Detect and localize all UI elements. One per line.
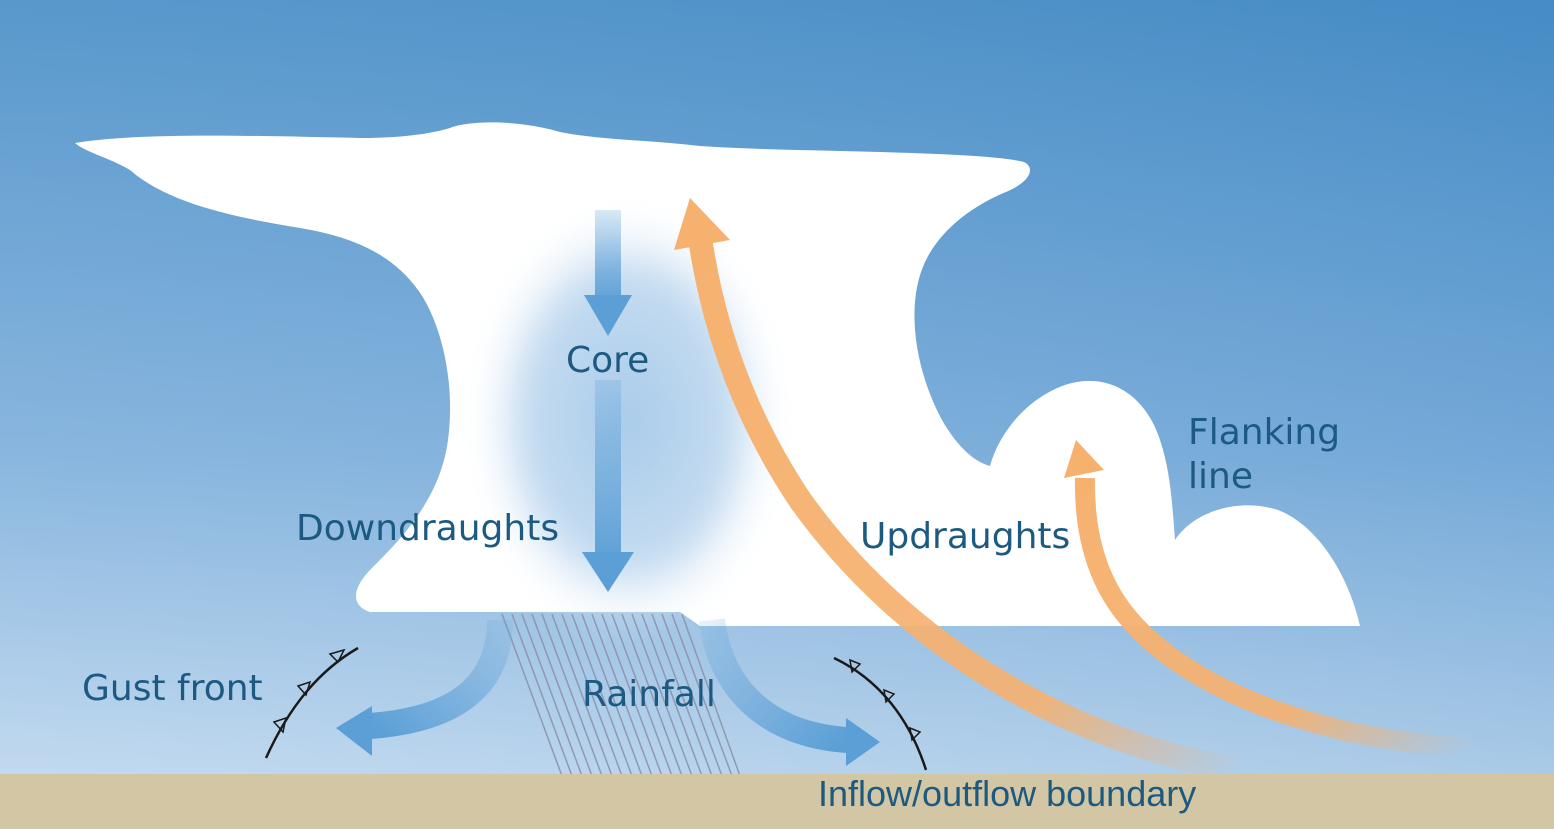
ground	[0, 774, 1554, 829]
label-flanking-line-2: line	[1188, 456, 1253, 497]
gust-front-left	[264, 646, 359, 759]
label-gust-front: Gust front	[82, 668, 263, 709]
label-downdraughts: Downdraughts	[296, 508, 559, 549]
label-rainfall: Rainfall	[582, 674, 716, 715]
label-updraughts: Updraughts	[860, 516, 1070, 557]
downdraught-arrow	[582, 210, 634, 592]
label-inflow-outflow-boundary: Inflow/outflow boundary	[818, 773, 1196, 814]
gust-front-right	[833, 656, 928, 771]
rainfall-lines	[501, 613, 741, 777]
storm-core-haze	[470, 200, 786, 640]
updraught-arrow-flanking	[1064, 440, 1471, 758]
outflow-arrow-right	[699, 618, 880, 766]
outflow-arrow-left	[336, 619, 513, 756]
updraught-arrow-main	[674, 198, 1242, 782]
label-flanking-line-1: Flanking	[1188, 412, 1340, 453]
label-core: Core	[566, 340, 649, 381]
